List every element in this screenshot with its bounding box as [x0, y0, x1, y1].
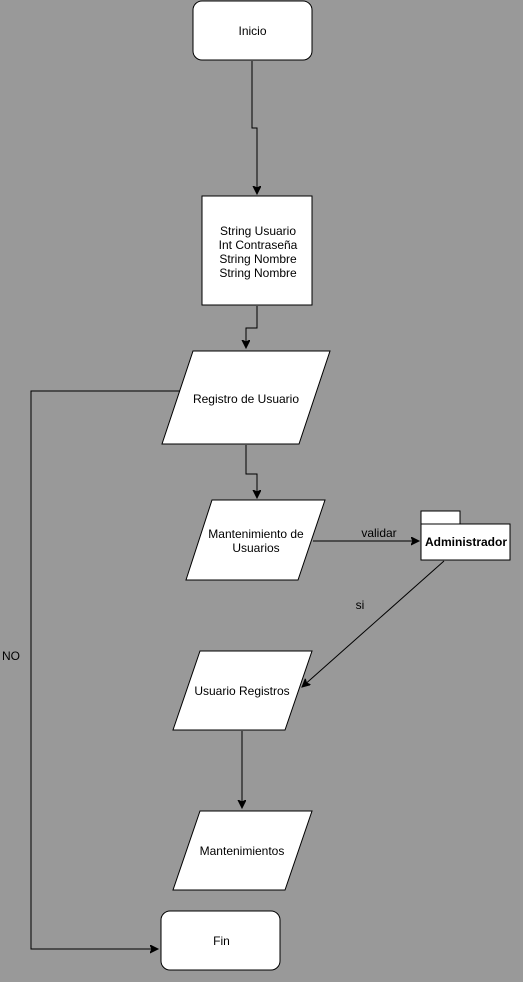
edge-registro-to-mantenimiento [245, 445, 257, 498]
edge-label-no: NO [2, 649, 20, 663]
node-declarations-line-1: String Usuario [220, 224, 296, 238]
node-inicio[interactable]: Inicio [192, 0, 313, 61]
node-declarations[interactable]: String Usuario Int Contraseña String Nom… [201, 195, 313, 306]
node-administrador-label: Administrador [425, 535, 507, 549]
node-mantenimientos[interactable]: Mantenimientos [172, 810, 313, 891]
node-declarations-line-3: String Nombre [219, 252, 297, 266]
node-usuario-registros-label: Usuario Registros [194, 684, 289, 698]
node-administrador[interactable]: Administrador [420, 510, 511, 561]
edge-declarations-to-registro [246, 306, 258, 348]
edge-label-si: si [356, 598, 365, 612]
node-registro-usuario-label: Registro de Usuario [193, 392, 299, 406]
node-declarations-line-4: String Nombre [219, 266, 297, 280]
node-fin[interactable]: Fin [160, 910, 281, 971]
node-declarations-line-2: Int Contraseña [219, 238, 298, 252]
node-fin-label: Fin [213, 934, 230, 948]
node-mantenimiento-line-1: Mantenimiento de [208, 527, 304, 541]
edge-admin-to-usuario-registros [302, 560, 445, 687]
node-inicio-label: Inicio [238, 24, 266, 38]
node-mantenimiento-usuarios[interactable]: Mantenimiento de Usuarios [185, 499, 326, 581]
edge-inicio-to-declarations [251, 61, 257, 194]
node-mantenimientos-label: Mantenimientos [200, 844, 285, 858]
node-registro-usuario[interactable]: Registro de Usuario [161, 350, 331, 445]
node-mantenimiento-line-2: Usuarios [232, 541, 279, 555]
edge-registro-to-fin-no [30, 390, 182, 949]
node-usuario-registros[interactable]: Usuario Registros [172, 650, 313, 731]
edge-label-validar: validar [361, 526, 396, 540]
